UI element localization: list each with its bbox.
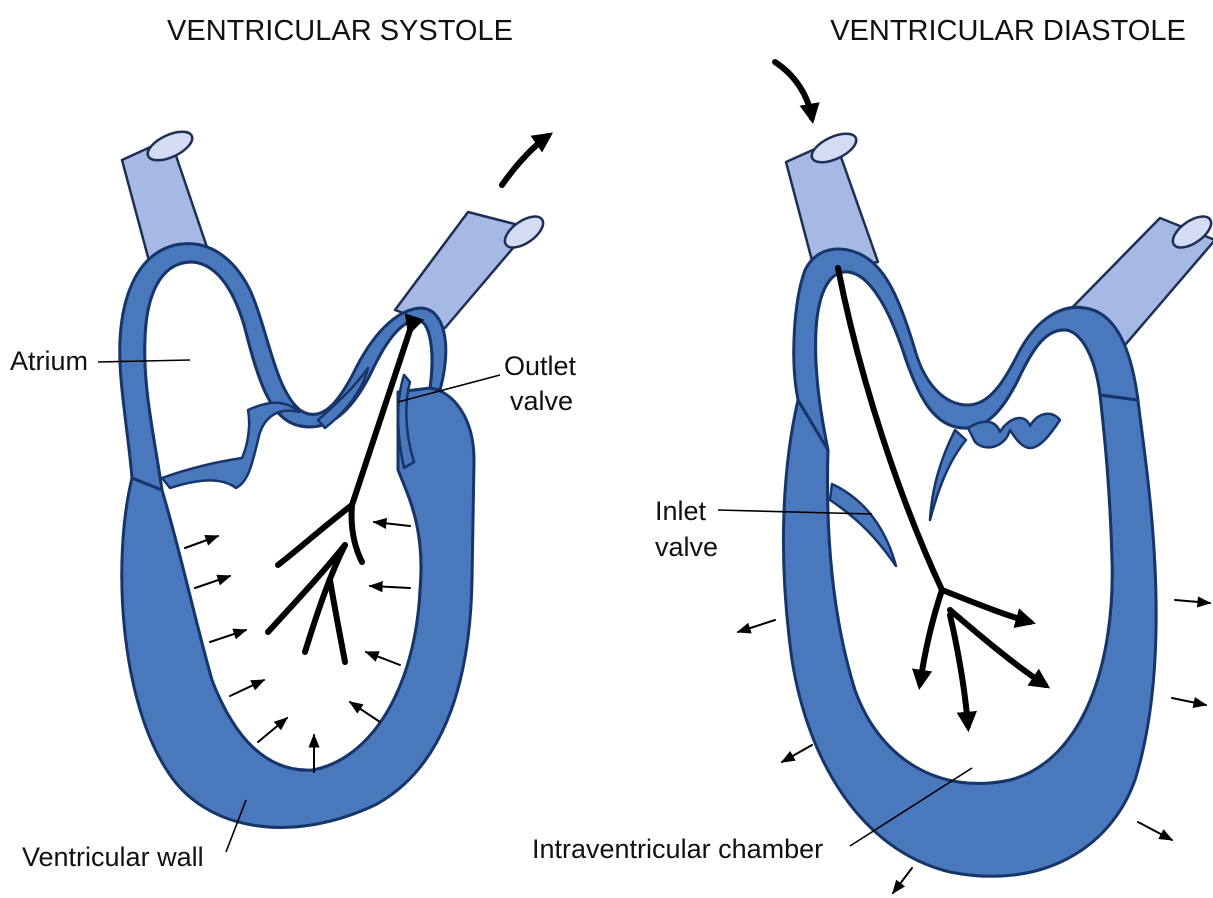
systole-panel: VENTRICULAR SYSTOLE — [10, 15, 577, 872]
outlet-valve-label-line1: Outlet — [504, 351, 577, 381]
diastole-title: VENTRICULAR DIASTOLE — [830, 15, 1186, 47]
inlet-valve-label-line2: valve — [655, 532, 718, 562]
diastole-inflow-arrow — [775, 62, 812, 118]
diastole-panel: VENTRICULAR DIASTOLE — [532, 15, 1213, 893]
ventricular-wall-label: Ventricular wall — [22, 842, 204, 872]
inlet-valve-label-line1: Inlet — [655, 496, 707, 526]
systole-outflow-arrow — [502, 136, 548, 185]
atrium-label: Atrium — [10, 346, 88, 376]
outlet-valve-label-line2: valve — [510, 386, 573, 416]
systole-title: VENTRICULAR SYSTOLE — [167, 15, 513, 47]
intraventricular-chamber-label: Intraventricular chamber — [532, 834, 823, 864]
